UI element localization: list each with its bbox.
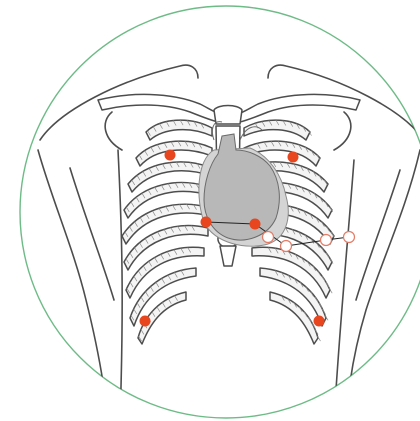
electrode-left-arm — [288, 152, 299, 163]
electrode-right-leg — [140, 316, 151, 327]
electrode-right-arm — [165, 150, 176, 161]
electrode-v3 — [263, 232, 274, 243]
electrode-v5 — [321, 235, 332, 246]
electrode-v4 — [281, 241, 292, 252]
electrode-v6 — [344, 232, 355, 243]
electrode-v1 — [201, 217, 212, 228]
electrode-v2 — [250, 219, 261, 230]
electrode-left-leg — [314, 316, 325, 327]
